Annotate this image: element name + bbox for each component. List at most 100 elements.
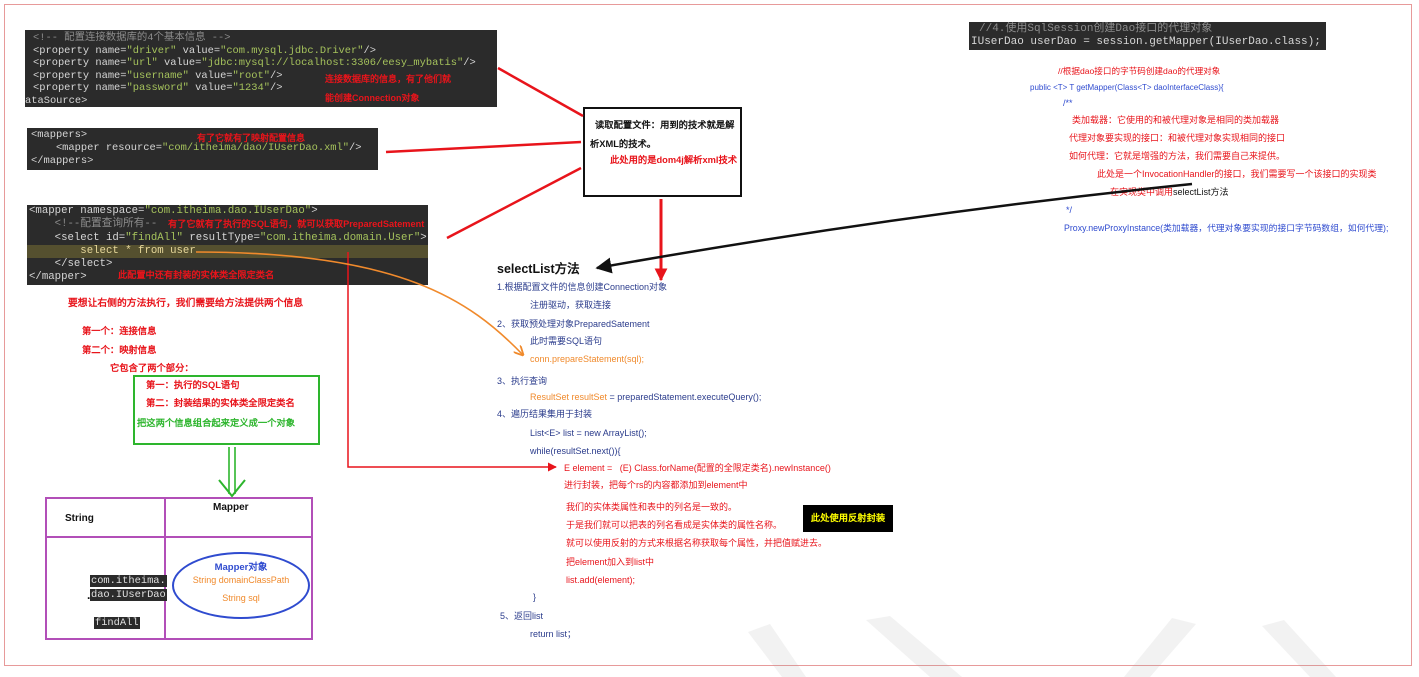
table-header-string: String bbox=[65, 513, 94, 524]
table-vertical-divider bbox=[164, 497, 166, 640]
select-list-step-3-code: ResultSet resultSet = preparedStatement.… bbox=[530, 391, 761, 403]
table-key-method-id: findAll bbox=[93, 617, 140, 629]
get-mapper-code-block: //4.使用SqlSession创建Dao接口的代理对象 IUserDao us… bbox=[969, 22, 1326, 50]
code-line-url: <property name="url" value="jdbc:mysql:/… bbox=[33, 57, 476, 70]
code-line-get-mapper-comment: //4.使用SqlSession创建Dao接口的代理对象 bbox=[979, 23, 1213, 35]
mapper-object-title: Mapper对象 bbox=[214, 562, 268, 573]
table-horizontal-divider bbox=[45, 536, 313, 538]
select-list-explain-2: 于是我们就可以把表的列名看成是实体类的属性名称。 bbox=[566, 520, 783, 530]
proxy-comment: //根据dao接口的字节码创建dao的代理对象 bbox=[1058, 66, 1221, 76]
code-string-value: "1234" bbox=[232, 82, 270, 95]
select-list-explain-1: 我们的实体类属性和表中的列名是一致的。 bbox=[566, 502, 738, 512]
requirement-connection-info: 第一个：连接信息 bbox=[82, 326, 157, 336]
mappers-note: 有了它就有了映射配置信息 bbox=[197, 133, 306, 143]
proxy-call-method: selectList方法 bbox=[1173, 187, 1229, 197]
select-list-close-brace: } bbox=[533, 592, 537, 602]
select-list-step-1: 1.根据配置文件的信息创建Connection对象 bbox=[497, 282, 668, 292]
proxy-call-prefix: 在实现类中调用 bbox=[1110, 187, 1174, 197]
select-list-explain-3: 就可以使用反射的方式来根据名称获取每个属性，并把值赋进去。 bbox=[566, 538, 828, 548]
sql-note: 有了它就有了执行的SQL语句，就可以获取PreparedSatement bbox=[168, 219, 425, 229]
code-string-value: "com.mysql.jdbc.Driver" bbox=[220, 44, 364, 57]
select-list-step-5-code: return list； bbox=[530, 629, 577, 639]
select-list-step-4-while: while(resultSet.next()){ bbox=[530, 446, 621, 456]
select-list-step-4-wrap: 进行封装，把每个rs的内容都添加到element中 bbox=[564, 480, 748, 490]
mapping-part-sql: 第一：执行的SQL语句 bbox=[146, 380, 240, 390]
code-line-datasource-close: ataSource> bbox=[25, 94, 88, 107]
requirement-contains-two-parts: 它包含了两个部分： bbox=[110, 363, 194, 373]
code-line-comment: <!-- 配置连接数据库的4个基本信息 --> bbox=[33, 32, 231, 44]
datasource-note-line-2: 能创建Connection对象 bbox=[325, 93, 420, 103]
select-list-step-3: 3、执行查询 bbox=[497, 376, 548, 386]
select-list-step-2-detail: 此时需要SQL语句 bbox=[530, 336, 603, 346]
code-line-query-comment: <!--配置查询所有-- bbox=[29, 218, 158, 231]
requirements-intro: 要想让右侧的方法执行，我们需要给方法提供两个信息 bbox=[68, 298, 304, 309]
table-key-line-1: com.itheima. bbox=[65, 562, 167, 601]
code-string-value: "url" bbox=[126, 57, 158, 70]
code-string-value: "username" bbox=[126, 69, 189, 82]
proxy-call-note: 在实现类中调用selectList方法 bbox=[1110, 186, 1229, 198]
code-line-mapper-close: </mapper> bbox=[29, 271, 87, 284]
table-key-line-3: findAll bbox=[69, 604, 140, 643]
table-key-namespace-part-2: dao.IUserDao bbox=[89, 589, 167, 601]
select-list-step-5: 5、返回list bbox=[500, 611, 544, 621]
code-line-mapper-namespace: <mapper namespace="com.itheima.dao.IUser… bbox=[29, 205, 318, 217]
code-line-sql-statement: select * from user bbox=[27, 244, 428, 259]
mapper-object-ellipse bbox=[172, 552, 310, 619]
code-line-get-mapper-call: IUserDao userDao = session.getMapper(IUs… bbox=[971, 36, 1321, 48]
code-string-value: "password" bbox=[126, 82, 189, 95]
table-key-namespace-part-1: com.itheima. bbox=[89, 575, 167, 587]
mapper-map-table bbox=[45, 497, 313, 640]
code-line-driver: <property name="driver" value="com.mysql… bbox=[33, 44, 376, 57]
select-list-step-4-list: List<E> list = new ArrayList(); bbox=[530, 428, 647, 438]
table-key-line-2: dao.IUserDao bbox=[65, 576, 167, 615]
code-string-value: "com.itheima.domain.User" bbox=[259, 231, 421, 244]
proxy-class-loader-note: 类加载器：它使用的和被代理对象是相同的类加载器 bbox=[1072, 115, 1280, 125]
code-string-value: "jdbc:mysql://localhost:3306/eesy_mybati… bbox=[201, 57, 464, 70]
proxy-how-note: 如何代理：它就是增强的方法，我们需要自己来提供。 bbox=[1069, 151, 1286, 161]
code-string-value: "findAll" bbox=[125, 231, 183, 244]
mapping-combine-note: 把这两个信息组合起来定义成一个对象 bbox=[137, 418, 296, 428]
code-string-value: "com/itheima/dao/IUserDao.xml" bbox=[161, 142, 350, 154]
requirement-mapping-info: 第二个：映射信息 bbox=[82, 345, 157, 355]
code-string-value: "root" bbox=[232, 69, 270, 82]
page-border bbox=[4, 4, 1412, 666]
mapper-object-field-sql: String sql bbox=[222, 593, 260, 603]
select-list-step-2: 2、获取预处理对象PreparedSatement bbox=[497, 319, 650, 329]
proxy-handler-note: 此处是一个InvocationHandler的接口，我们需要写一个该接口的实现类 bbox=[1097, 169, 1377, 179]
entity-note: 此配置中还有封装的实体类全限定类名 bbox=[118, 270, 275, 280]
code-line-select-close: </select> bbox=[29, 258, 113, 271]
select-list-step-1-detail: 注册驱动，获取连接 bbox=[530, 300, 612, 310]
mapping-parts-box bbox=[133, 375, 320, 445]
proxy-doc-open: /** bbox=[1063, 98, 1073, 108]
proxy-new-proxy-instance: Proxy.newProxyInstance(类加载器，代理对象要实现的接口字节… bbox=[1064, 223, 1389, 233]
code-line-mappers-close: </mappers> bbox=[31, 155, 94, 167]
select-list-add-note: 把element加入到list中 bbox=[566, 557, 655, 567]
select-list-step-2-code: conn.prepareStatement(sql); bbox=[530, 354, 645, 364]
parse-box-line-3: 此处用的是dom4j解析xml技术 bbox=[610, 155, 738, 165]
xml-parse-box bbox=[583, 107, 742, 197]
proxy-interfaces-note: 代理对象要实现的接口：和被代理对象实现相同的接口 bbox=[1069, 133, 1286, 143]
select-list-step-4-element: E element = (E) Class.forName(配置的全限定类名).… bbox=[564, 463, 831, 473]
mappers-code-block: <mappers> <mapper resource="com/itheima/… bbox=[27, 128, 378, 170]
code-line-mapper-resource: <mapper resource="com/itheima/dao/IUserD… bbox=[31, 142, 362, 154]
parse-box-line-1: 读取配置文件：用到的技术就是解 bbox=[595, 120, 735, 130]
code-string-value: "com.itheima.dao.IUserDao" bbox=[144, 205, 312, 217]
code-line-password: <property name="password" value="1234"/> bbox=[33, 82, 283, 95]
select-list-add-code: list.add(element); bbox=[566, 575, 636, 585]
datasource-note-line-1: 连接数据库的信息，有了他们就 bbox=[325, 74, 452, 84]
reflection-label: 此处使用反射封装 bbox=[810, 513, 886, 523]
select-list-step-3-code-variable: ResultSet resultSet bbox=[530, 392, 608, 402]
table-key-dot: . bbox=[87, 588, 91, 602]
reflection-label-box bbox=[803, 505, 893, 532]
mapping-part-entity-class: 第二：封装结果的实体类全限定类名 bbox=[146, 398, 295, 408]
select-list-step-3-code-call: = preparedStatement.executeQuery(); bbox=[607, 392, 762, 402]
code-line-username: <property name="username" value="root"/> bbox=[33, 69, 283, 82]
proxy-doc-close: */ bbox=[1066, 205, 1073, 215]
code-string-value: "driver" bbox=[126, 44, 177, 57]
select-list-step-4: 4、遍历结果集用于封装 bbox=[497, 409, 593, 419]
select-list-title: selectList方法 bbox=[497, 262, 580, 276]
code-line-select-open: <select id="findAll" resultType="com.ith… bbox=[29, 231, 427, 244]
code-line-mappers-open: <mappers> bbox=[31, 129, 88, 141]
mapper-object-field-domain-class-path: String domainClassPath bbox=[192, 575, 290, 585]
